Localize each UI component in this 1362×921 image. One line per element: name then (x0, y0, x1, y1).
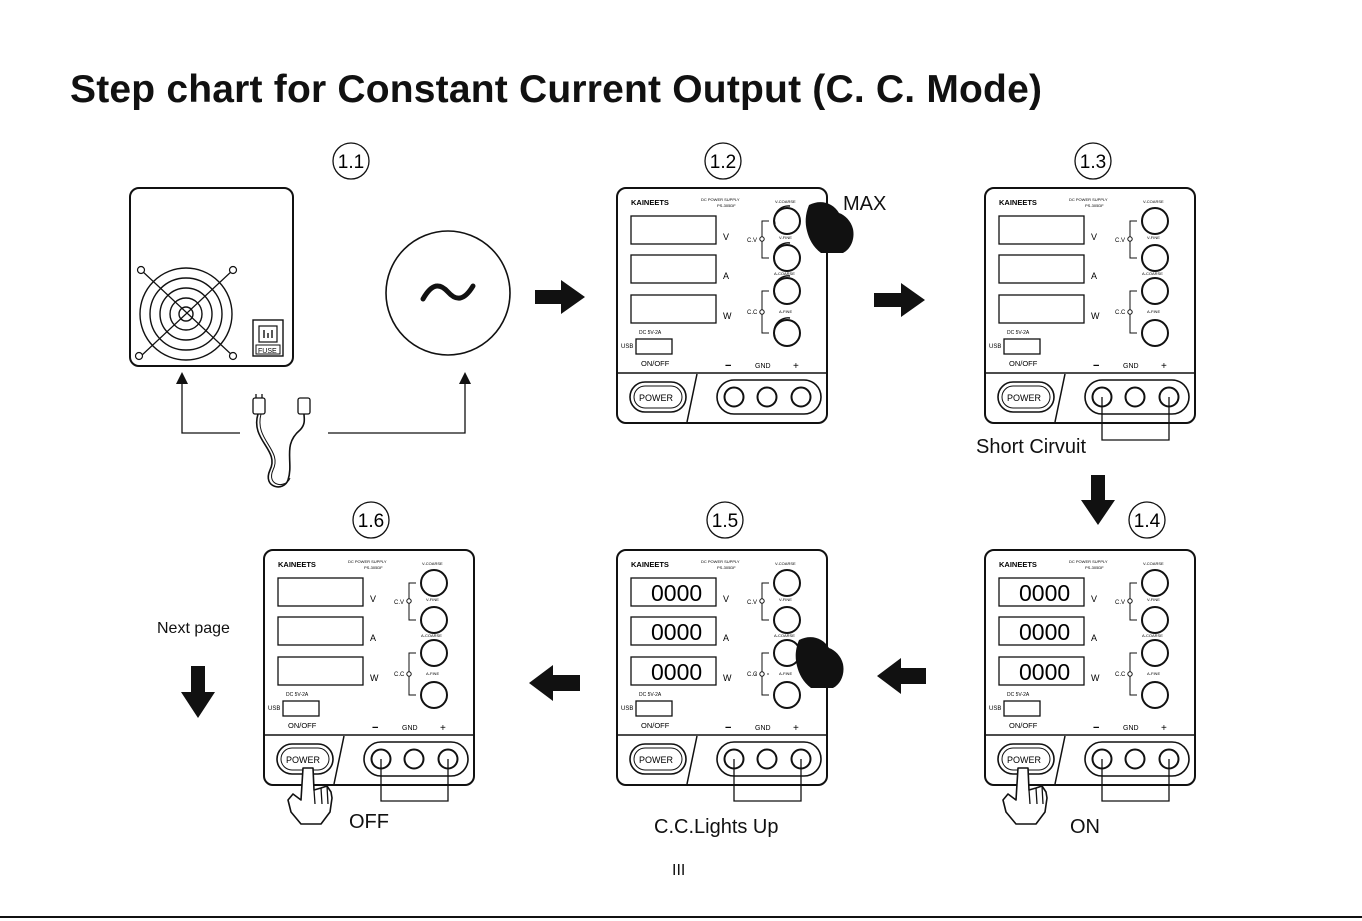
caption-next-page: Next page (157, 620, 230, 638)
step-badge-1-3: 1.3 (1075, 143, 1111, 179)
svg-text:0000: 0000 (1019, 619, 1070, 645)
panel-step-1-2 (617, 188, 827, 423)
arrow-right-icon (874, 283, 925, 317)
svg-text:1.1: 1.1 (338, 152, 364, 173)
step-badge-1-1: 1.1 (333, 143, 369, 179)
fuse-label: FUSE (258, 348, 277, 355)
step-badge-1-4: 1.4 (1129, 502, 1165, 538)
caption-short-circuit: Short Cirvuit (976, 436, 1086, 459)
svg-text:0000: 0000 (651, 580, 702, 606)
arrow-down-icon (1081, 475, 1115, 525)
svg-text:0000: 0000 (651, 659, 702, 685)
svg-text:1.3: 1.3 (1080, 152, 1106, 173)
svg-text:0000: 0000 (651, 619, 702, 645)
svg-text:1.5: 1.5 (712, 511, 738, 532)
power-socket-icon: FUSE (253, 320, 283, 356)
page-number: III (672, 862, 685, 880)
arrow-left-icon (529, 665, 580, 701)
svg-text:1.2: 1.2 (710, 152, 736, 173)
rear-panel: FUSE (130, 188, 293, 366)
svg-text:1.4: 1.4 (1134, 511, 1161, 532)
arrow-down-icon (181, 666, 215, 718)
ac-outlet (386, 231, 510, 355)
display-readouts-step-1-4: 0000 0000 0000 (1019, 580, 1070, 685)
caption-off: OFF (349, 811, 389, 834)
caption-cc-lights-up: C.C.Lights Up (654, 816, 779, 839)
arrow-right-icon (535, 280, 585, 314)
svg-text:0000: 0000 (1019, 659, 1070, 685)
step-badge-1-6: 1.6 (353, 502, 389, 538)
step-badge-1-5: 1.5 (707, 502, 743, 538)
svg-text:0000: 0000 (1019, 580, 1070, 606)
panel-step-1-5 (617, 550, 827, 785)
svg-text:1.6: 1.6 (358, 511, 384, 532)
bottom-divider (0, 916, 1362, 918)
panel-step-1-3 (985, 188, 1195, 423)
caption-on: ON (1070, 816, 1100, 839)
step-badge-1-2: 1.2 (705, 143, 741, 179)
arrow-left-icon (877, 658, 926, 694)
connection-lines (176, 372, 471, 433)
panel-step-1-6 (264, 550, 474, 785)
panel-step-1-4 (985, 550, 1195, 785)
power-cord-icon (253, 394, 310, 487)
display-readouts-step-1-5: 0000 0000 0000 (651, 580, 702, 685)
caption-max: MAX (843, 193, 886, 216)
